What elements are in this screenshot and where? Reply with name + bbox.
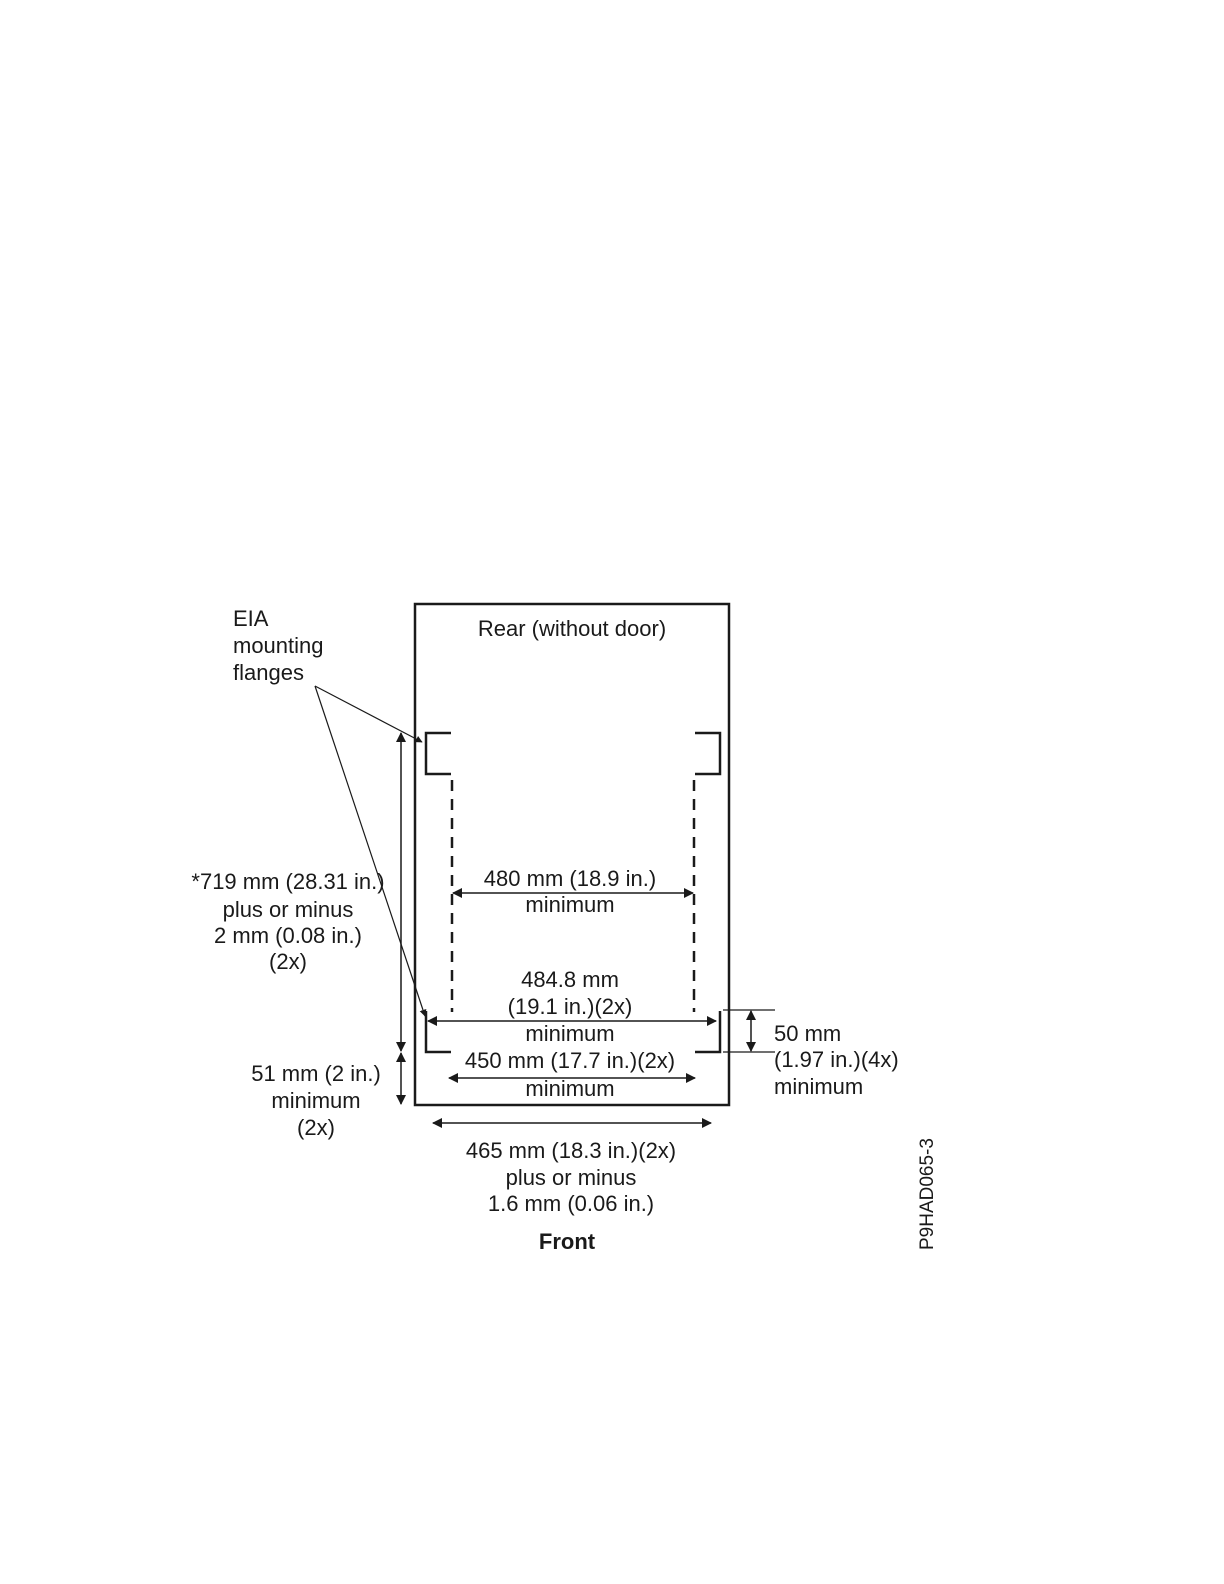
- eia-label-line-1: EIA: [233, 606, 269, 631]
- dim-51-label: 51 mm (2 in.) minimum (2x): [251, 1061, 381, 1140]
- dim-719-line-2: plus or minus: [223, 897, 354, 922]
- rack-outline: [413, 602, 731, 1107]
- dim-450-label: 450 mm (17.7 in.)(2x) minimum: [465, 1048, 675, 1101]
- flange-bottom-left: [424, 1011, 451, 1054]
- dim-465-line-1: 465 mm (18.3 in.)(2x): [466, 1138, 676, 1163]
- rear-label: Rear (without door): [478, 616, 666, 641]
- dim-484-label: 484.8 mm (19.1 in.)(2x) minimum: [508, 967, 633, 1046]
- dim-484-line-2: (19.1 in.)(2x): [508, 994, 633, 1019]
- dim-50-line-3: minimum: [774, 1074, 863, 1099]
- figure-id: P9HAD065-3: [917, 1138, 938, 1250]
- front-label: Front: [539, 1229, 596, 1254]
- flange-bottom-right: [695, 1011, 722, 1054]
- dim-50-line-2: (1.97 in.)(4x): [774, 1047, 899, 1072]
- dim-50-line-1: 50 mm: [774, 1021, 841, 1046]
- eia-label-line-3: flanges: [233, 660, 304, 685]
- dim-465-line-3: 1.6 mm (0.06 in.): [488, 1191, 654, 1216]
- dim-465-label: 465 mm (18.3 in.)(2x) plus or minus 1.6 …: [466, 1138, 676, 1216]
- dim-465-line-2: plus or minus: [506, 1165, 637, 1190]
- dim-480-line-2: minimum: [525, 892, 614, 917]
- flange-top-left: [424, 731, 451, 776]
- dim-719-line-4: (2x): [269, 949, 307, 974]
- eia-leader-bottom: [314, 685, 427, 1017]
- dim-719-label: *719 mm (28.31 in.) plus or minus 2 mm (…: [191, 869, 384, 974]
- dim-51-line-3: (2x): [297, 1115, 335, 1140]
- dim-480-label: 480 mm (18.9 in.) minimum: [484, 866, 656, 917]
- flange-top-right: [695, 731, 722, 776]
- dim-51-line-2: minimum: [271, 1088, 360, 1113]
- dim-450-line-1: 450 mm (17.7 in.)(2x): [465, 1048, 675, 1073]
- dim-484-line-1: 484.8 mm: [521, 967, 619, 992]
- dim-51-line-1: 51 mm (2 in.): [251, 1061, 381, 1086]
- eia-flanges-label: EIA mounting flanges: [233, 606, 324, 685]
- dim-719-line-3: 2 mm (0.08 in.): [214, 923, 362, 948]
- dim-480-line-1: 480 mm (18.9 in.): [484, 866, 656, 891]
- dim-450-line-2: minimum: [525, 1076, 614, 1101]
- dim-719-line-1: *719 mm (28.31 in.): [191, 869, 384, 894]
- eia-label-line-2: mounting: [233, 633, 324, 658]
- dim-484-line-3: minimum: [525, 1021, 614, 1046]
- dim-50-label: 50 mm (1.97 in.)(4x) minimum: [774, 1021, 899, 1099]
